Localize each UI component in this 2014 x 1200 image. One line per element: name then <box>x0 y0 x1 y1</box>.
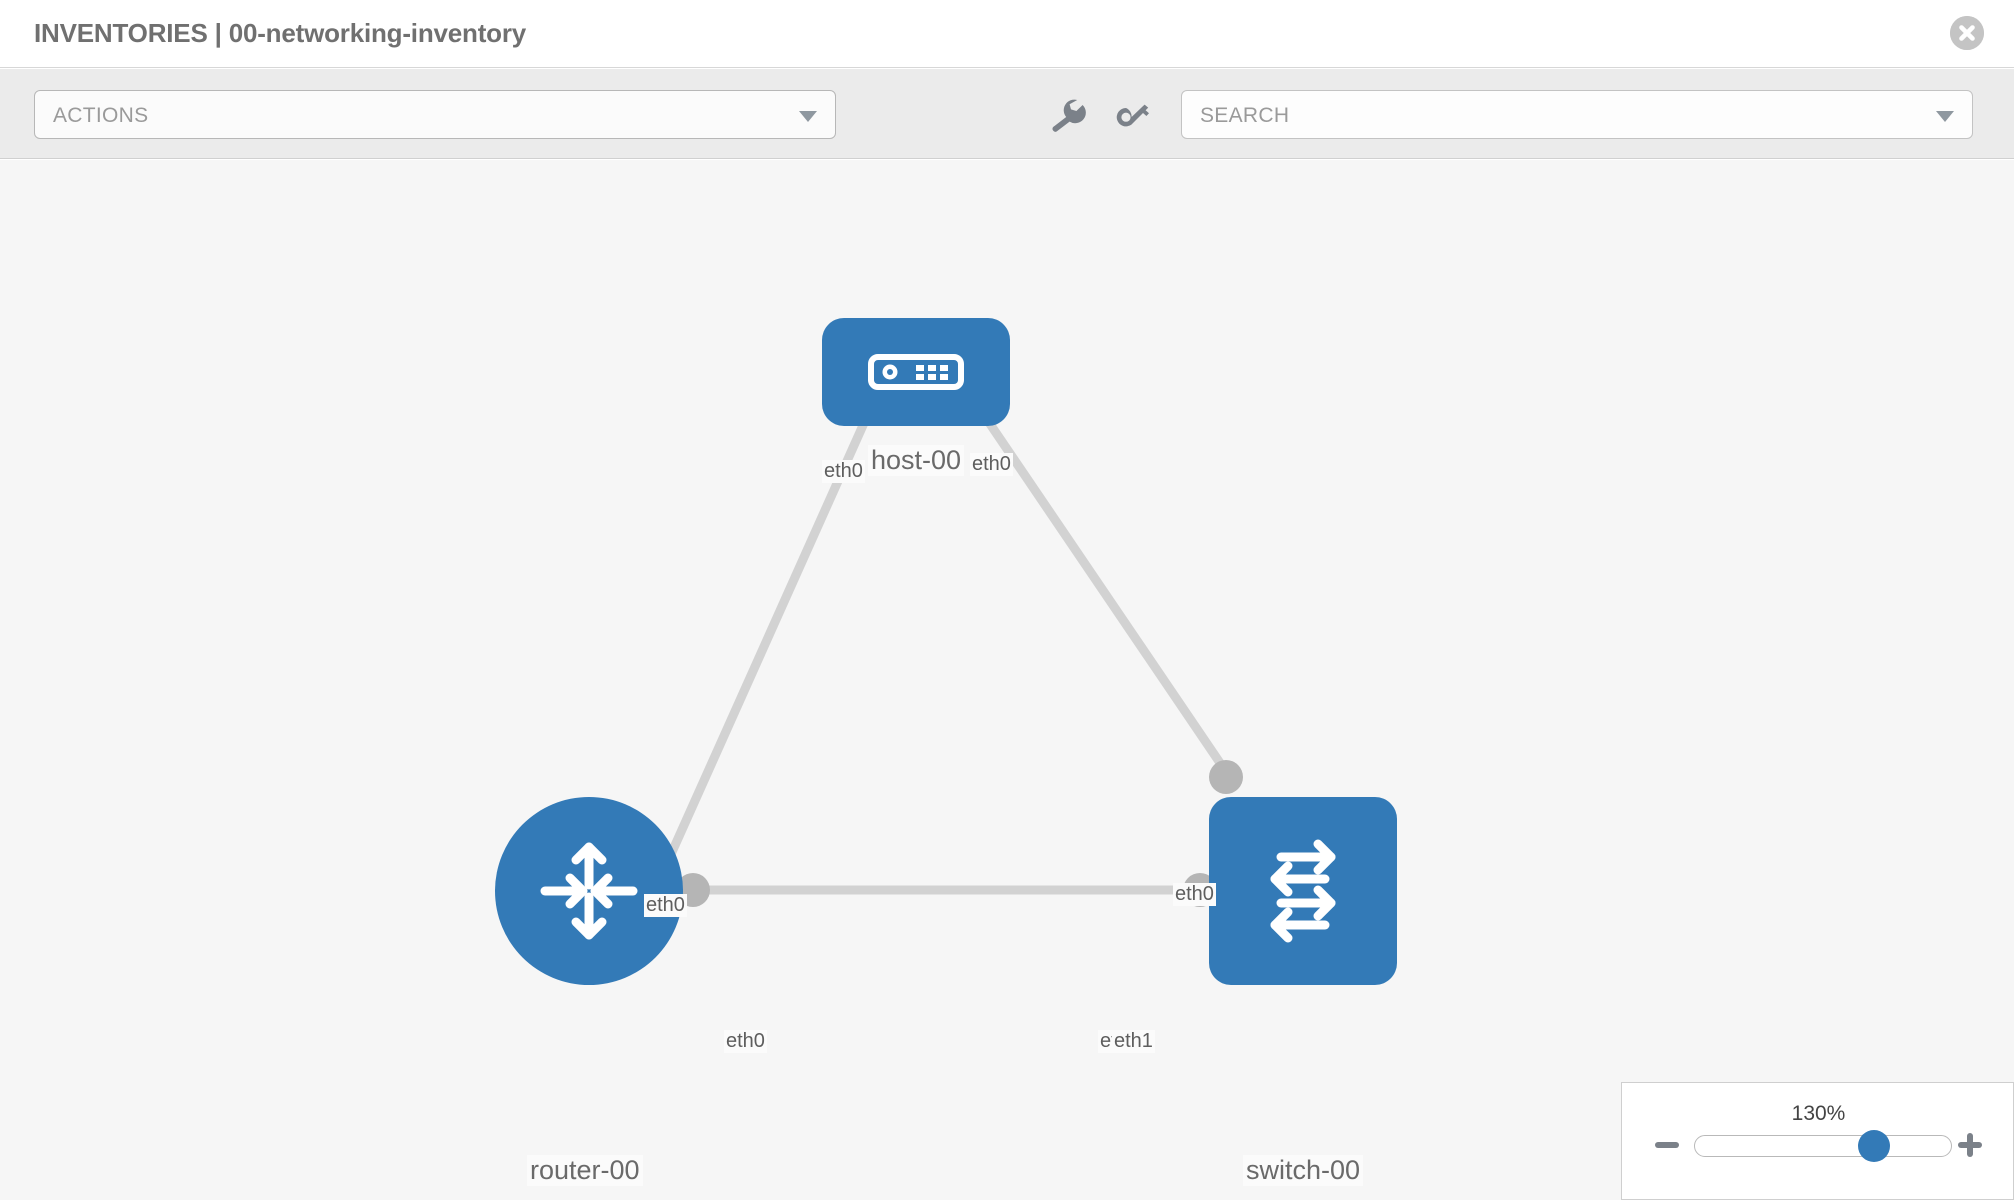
node-router-00[interactable] <box>495 797 683 985</box>
plus-icon <box>1958 1133 1982 1157</box>
key-icon <box>1116 104 1149 127</box>
iface-label-router-up: eth0 <box>644 894 687 917</box>
search-input[interactable]: SEARCH <box>1181 90 1973 139</box>
page-header: INVENTORIES | 00-networking-inventory <box>0 0 2014 68</box>
iface-label-switch-up: eth0 <box>1173 883 1216 906</box>
server-icon <box>868 354 964 390</box>
iface-label-router-right: eth0 <box>724 1030 767 1053</box>
zoom-slider[interactable] <box>1694 1130 1952 1162</box>
page-title: INVENTORIES | 00-networking-inventory <box>34 18 527 48</box>
minus-icon <box>1655 1142 1679 1148</box>
search-chevron-down-icon <box>1936 111 1954 122</box>
node-label-switch-00: switch-00 <box>1243 1155 1364 1186</box>
node-host-00[interactable] <box>822 318 1010 426</box>
zoom-percent-label: 130% <box>1791 1102 1846 1125</box>
iface-label-host-left: eth0 <box>822 460 865 483</box>
connector-nub-switch-top <box>1209 760 1243 794</box>
actions-dropdown[interactable]: ACTIONS <box>34 90 836 139</box>
iface-label-host-right: eth0 <box>970 453 1013 476</box>
close-icon <box>1950 16 1984 50</box>
wrench-icon <box>1052 99 1086 132</box>
link-host-switch[interactable] <box>946 362 1239 788</box>
key-button[interactable] <box>1113 97 1153 133</box>
actions-dropdown-label: ACTIONS <box>53 104 149 127</box>
switch-node-shape <box>1209 797 1397 985</box>
host-node-shape <box>822 318 1010 426</box>
node-label-host-00: host-00 <box>868 445 965 476</box>
router-icon <box>540 842 638 940</box>
zoom-slider-thumb[interactable] <box>1858 1130 1890 1162</box>
wrench-button[interactable] <box>1047 97 1087 133</box>
link-router-host[interactable] <box>650 363 895 892</box>
zoom-control: 130% <box>1621 1082 2014 1200</box>
topology-links <box>650 362 1239 895</box>
zoom-out-button[interactable] <box>1652 1130 1682 1160</box>
search-placeholder: SEARCH <box>1200 104 1290 127</box>
chevron-down-icon <box>799 111 817 122</box>
toolbar: ACTIONS SEARCH <box>0 69 2014 159</box>
switch-icon <box>1270 839 1336 943</box>
node-label-router-00: router-00 <box>527 1155 643 1186</box>
router-node-shape <box>495 797 683 985</box>
zoom-in-button[interactable] <box>1955 1130 1985 1160</box>
topology-canvas[interactable]: host-00 eth0 eth0 <box>0 160 2014 1200</box>
node-switch-00[interactable] <box>1209 797 1397 985</box>
close-button[interactable] <box>1950 16 1984 50</box>
iface-label-switch-left-front: eth1 <box>1112 1030 1155 1053</box>
